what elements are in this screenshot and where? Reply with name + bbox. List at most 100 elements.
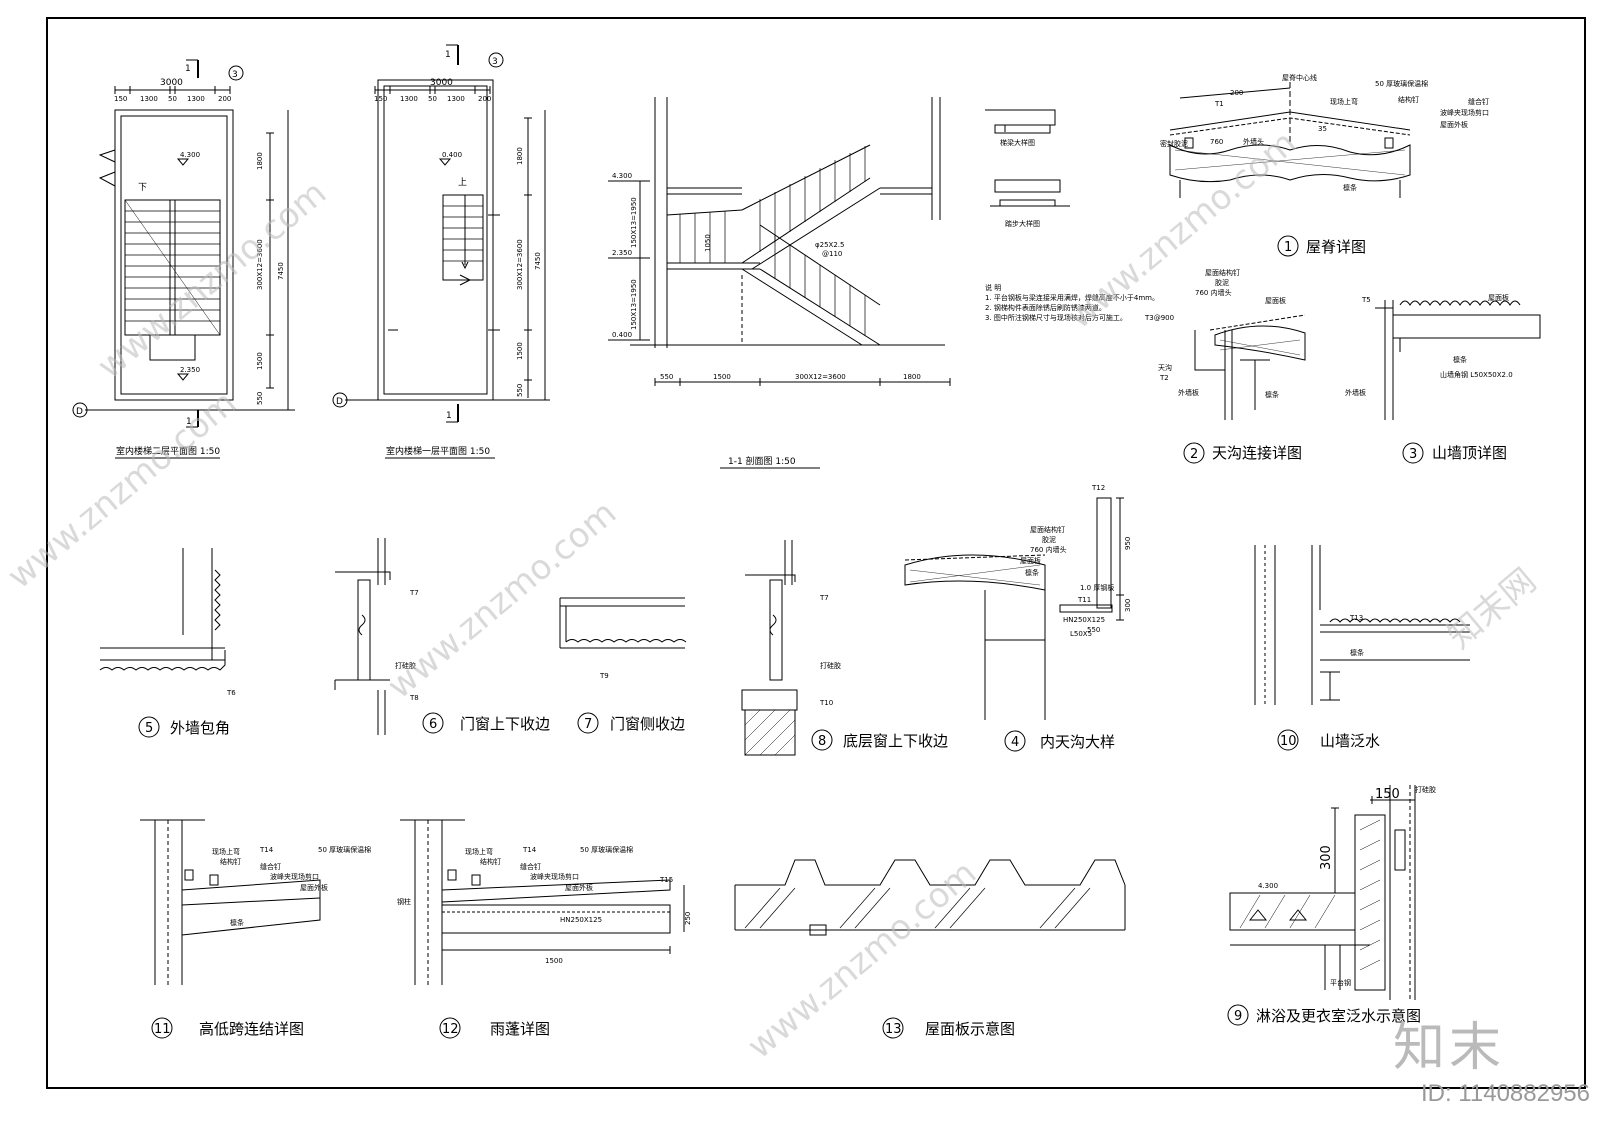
plan-title: 室内楼梯二层平面图 1:50 bbox=[116, 445, 220, 457]
plan-second-floor: 3000 150 1300 50 1300 200 3 1 下 4.300 2.… bbox=[72, 59, 295, 459]
label-b: 结构钉 bbox=[480, 857, 501, 866]
label-c: 760 内墙头 bbox=[1195, 288, 1232, 297]
elev-bottom: 2.350 bbox=[180, 366, 200, 374]
image-id: ID: 1140882956 bbox=[1420, 1080, 1590, 1107]
dim-e: 200 bbox=[478, 95, 491, 103]
label-i: 檩条 bbox=[1265, 390, 1279, 399]
detail-title: 天沟连接详图 bbox=[1212, 444, 1302, 462]
label-e: 外墙板 bbox=[1345, 388, 1366, 397]
detail-num: 13 bbox=[885, 1022, 902, 1037]
note-1: 1. 平台钢板与梁连接采用满焊，焊缝高度不小于4mm。 bbox=[985, 293, 1159, 302]
dim-550: 550 bbox=[1087, 626, 1100, 634]
tag-t12: T12 bbox=[1091, 484, 1105, 492]
cut-mark-b: 1 bbox=[446, 411, 452, 421]
label-e: 波峰夹现场剪口 bbox=[1440, 108, 1489, 117]
elev-4300: 4.300 bbox=[1258, 882, 1278, 890]
label-d: 缝合钉 bbox=[1468, 97, 1489, 106]
dim-b: 1300 bbox=[140, 95, 158, 103]
dim-b3: 300X12=3600 bbox=[795, 373, 846, 381]
detail-title: 门窗上下收边 bbox=[460, 715, 550, 733]
section-1-1: φ25X2.5 @110 1050 4.300 2.350 0.400 150X… bbox=[608, 97, 951, 469]
dim-b1: 550 bbox=[660, 373, 673, 381]
dim-1500: 1500 bbox=[545, 957, 563, 965]
note-2: 2. 钢梯构件表面除锈后刷防锈漆两道。 bbox=[985, 303, 1106, 312]
label-e: 波峰夹现场剪口 bbox=[530, 872, 579, 881]
dim-950: 950 bbox=[1124, 537, 1132, 550]
label-e: 波峰夹现场剪口 bbox=[270, 872, 319, 881]
axis-d: D bbox=[336, 397, 343, 407]
ridge-dim: 200 bbox=[1230, 89, 1243, 97]
dim-l1: 150X13=1950 bbox=[630, 197, 638, 248]
label-a: 屋面结构钉 bbox=[1205, 268, 1240, 277]
detail-7-side-trim: T9 7 门窗侧收边 bbox=[559, 597, 687, 734]
label-silicone: 打硅胶 bbox=[1415, 785, 1436, 794]
label-d: 50 厚玻璃保温棉 bbox=[318, 845, 371, 854]
detail-8-base-window: T7 打硅胶 T10 8 底层窗上下收边 bbox=[741, 540, 948, 756]
axis-d: D bbox=[76, 407, 83, 417]
label-g: HN250X125 bbox=[1063, 616, 1105, 624]
dim-a: 150 bbox=[114, 95, 127, 103]
detail-title: 雨蓬详图 bbox=[490, 1020, 550, 1038]
dim-r2: 300X12=3600 bbox=[516, 239, 524, 290]
elev-3: 0.400 bbox=[612, 331, 632, 339]
dim-r4: 550 bbox=[516, 384, 524, 397]
detail-title: 外墙包角 bbox=[170, 719, 230, 737]
detail-6-window-frame: T7 打硅胶 T8 6 门窗上下收边 bbox=[334, 538, 550, 735]
dim-d: 1300 bbox=[447, 95, 465, 103]
detail-num: 7 bbox=[584, 717, 592, 732]
dim-r5: 7450 bbox=[277, 262, 285, 280]
label-silicone: 打硅胶 bbox=[395, 661, 416, 670]
label-b: 现场上弯 bbox=[1330, 97, 1358, 106]
watermark-url: www.znzmo.com bbox=[380, 493, 624, 707]
tag-t11: T11 bbox=[1077, 596, 1091, 604]
sheet-border bbox=[46, 17, 1586, 1089]
dim-760: 760 bbox=[1210, 138, 1223, 146]
detail-11-high-low-span: 现场上弯 T14 结构钉 缝合钉 50 厚玻璃保温棉 波峰夹现场剪口 屋面外板 … bbox=[140, 819, 371, 1039]
dim-35: 35 bbox=[1318, 125, 1327, 133]
detail-num: 4 bbox=[1011, 735, 1019, 750]
ridge-center: 屋脊中心线 bbox=[1282, 73, 1317, 82]
label-f: 天沟 bbox=[1158, 363, 1172, 372]
cut-mark: 1 bbox=[445, 50, 451, 60]
detail-12-canopy: 现场上弯 T14 结构钉 缝合钉 50 厚玻璃保温棉 波峰夹现场剪口 屋面外板 … bbox=[397, 819, 692, 1039]
label-i: 檩条 bbox=[1343, 183, 1357, 192]
label-d: 山墙角钢 L50X50X2.0 bbox=[1440, 370, 1513, 379]
dim-300: 300 bbox=[1124, 599, 1132, 612]
label-platform: 平台钢 bbox=[1330, 978, 1351, 987]
detail-num: 1 bbox=[1284, 240, 1292, 255]
dim-total: 3000 bbox=[160, 78, 183, 88]
axis-bubble bbox=[228, 65, 244, 81]
small-detail-b: 踏步大样图 bbox=[1005, 219, 1040, 228]
label-a: 屋面结构钉 bbox=[1030, 525, 1065, 534]
detail-10-gable-flashing: T13 檩条 10 山墙泛水 bbox=[1254, 545, 1470, 751]
detail-num: 3 bbox=[1409, 447, 1417, 462]
label-h: HN250X125 bbox=[560, 916, 602, 924]
detail-num: 11 bbox=[154, 1022, 171, 1037]
dim-d: 1300 bbox=[187, 95, 205, 103]
detail-num: 5 bbox=[145, 721, 153, 736]
watermark-url: www.znzmo.com bbox=[90, 173, 334, 387]
tag-t14: T14 bbox=[522, 846, 537, 854]
label-g: 钢柱 bbox=[397, 897, 411, 906]
section-title: 1-1 剖面图 1:50 bbox=[728, 455, 796, 467]
rail-spec-b: @110 bbox=[822, 250, 842, 258]
dim-250: 250 bbox=[684, 912, 692, 925]
dim-300: 300 bbox=[1319, 845, 1334, 870]
notes-title: 说 明 bbox=[985, 283, 1001, 292]
tag-t13: T13 bbox=[1349, 614, 1363, 622]
label-f: 屋面外板 bbox=[1440, 120, 1468, 129]
label-d: 屋面板 bbox=[1265, 296, 1286, 305]
detail-5-wall-corner: T6 5 外墙包角 bbox=[99, 548, 236, 738]
label-a: 现场上弯 bbox=[465, 847, 493, 856]
dim-r2: 300X12=3600 bbox=[256, 239, 264, 290]
label-b: 结构钉 bbox=[220, 857, 241, 866]
detail-2-gutter: 屋面结构钉 胶泥 760 内墙头 屋面板 T3@900 天沟 T2 外墙板 檩条… bbox=[1144, 268, 1306, 464]
axis-label: 3 bbox=[232, 70, 238, 80]
detail-title: 屋面板示意图 bbox=[925, 1020, 1015, 1038]
dim-b2: 1500 bbox=[713, 373, 731, 381]
detail-1-ridge: 屋脊中心线 200 T1 50 厚玻璃保温棉 现场上弯 结构钉 缝合钉 波峰夹现… bbox=[1160, 73, 1489, 257]
brand-logo: 知末 bbox=[1392, 1018, 1505, 1078]
tag-t8: T8 bbox=[409, 694, 419, 702]
tag-t7: T7 bbox=[409, 589, 419, 597]
